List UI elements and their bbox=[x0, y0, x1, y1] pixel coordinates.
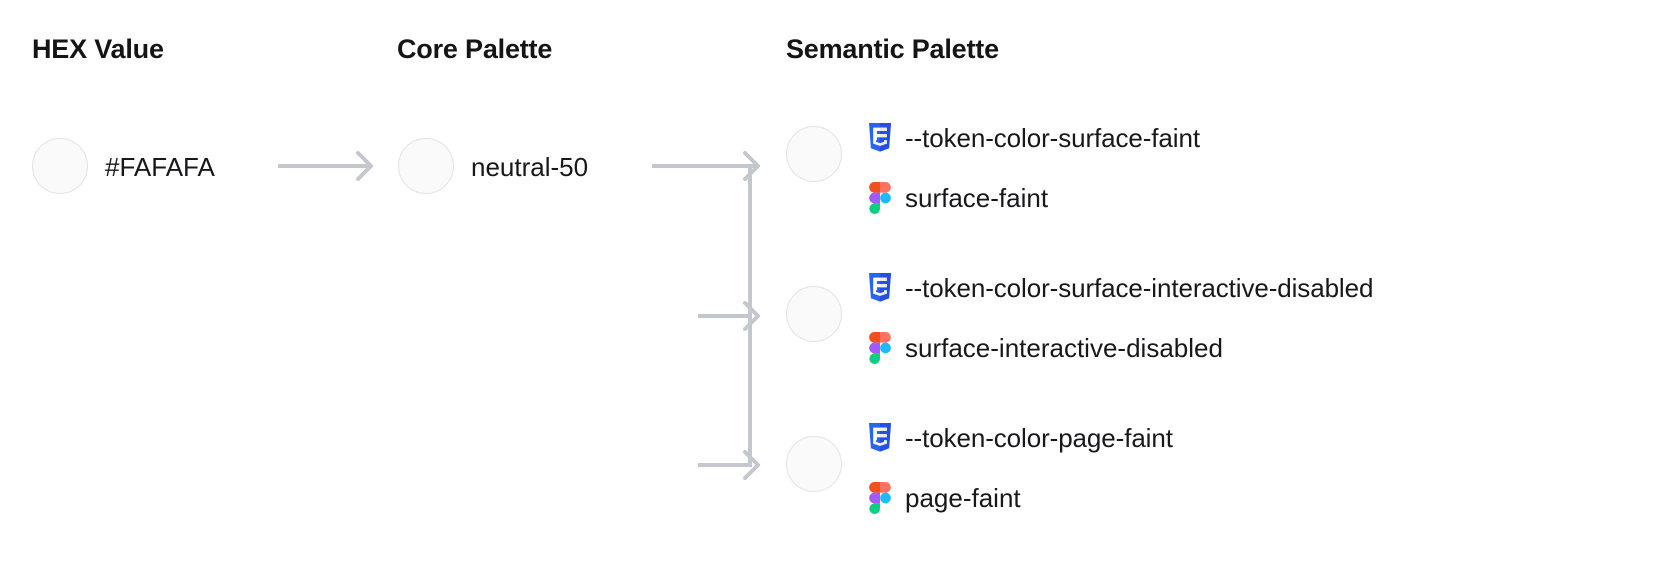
semantic-figma-token-1: surface-interactive-disabled bbox=[905, 333, 1223, 363]
semantic-figma-token-0: surface-faint bbox=[905, 183, 1049, 213]
css3-icon bbox=[866, 272, 894, 304]
semantic-css-row-0: --token-color-surface-faint bbox=[866, 116, 1200, 160]
color-swatch-hex bbox=[32, 138, 88, 194]
color-swatch-core bbox=[398, 138, 454, 194]
color-swatch-semantic-2 bbox=[786, 436, 842, 492]
semantic-figma-row-1: surface-interactive-disabled bbox=[866, 326, 1373, 370]
semantic-figma-row-0: surface-faint bbox=[866, 176, 1200, 220]
semantic-token-group-1: --token-color-surface-interactive-disabl… bbox=[866, 266, 1373, 370]
color-swatch-semantic-0 bbox=[786, 126, 842, 182]
semantic-css-row-2: --token-color-page-faint bbox=[866, 416, 1173, 460]
figma-icon bbox=[866, 182, 894, 214]
semantic-token-group-0: --token-color-surface-faint surface-fain… bbox=[866, 116, 1200, 220]
column-header-semantic-palette: Semantic Palette bbox=[786, 34, 999, 64]
semantic-css-row-1: --token-color-surface-interactive-disabl… bbox=[866, 266, 1373, 310]
semantic-css-token-2: --token-color-page-faint bbox=[905, 423, 1173, 453]
core-palette-label: neutral-50 bbox=[471, 152, 589, 182]
semantic-css-token-1: --token-color-surface-interactive-disabl… bbox=[905, 273, 1374, 303]
color-swatch-semantic-1 bbox=[786, 286, 842, 342]
arrow-hex-to-core bbox=[278, 151, 373, 181]
semantic-figma-row-2: page-faint bbox=[866, 476, 1173, 520]
hex-value-label: #FAFAFA bbox=[105, 152, 215, 182]
semantic-css-token-0: --token-color-surface-faint bbox=[905, 123, 1200, 153]
column-header-hex-value: HEX Value bbox=[32, 34, 164, 64]
css3-icon bbox=[866, 422, 894, 454]
figma-icon bbox=[866, 332, 894, 364]
css3-icon bbox=[866, 122, 894, 154]
figma-icon bbox=[866, 482, 894, 514]
semantic-figma-token-2: page-faint bbox=[905, 483, 1021, 513]
column-header-core-palette: Core Palette bbox=[397, 34, 553, 64]
arrow-core-to-semantic-branch bbox=[652, 151, 760, 480]
semantic-token-group-2: --token-color-page-faint page-faint bbox=[866, 416, 1173, 520]
